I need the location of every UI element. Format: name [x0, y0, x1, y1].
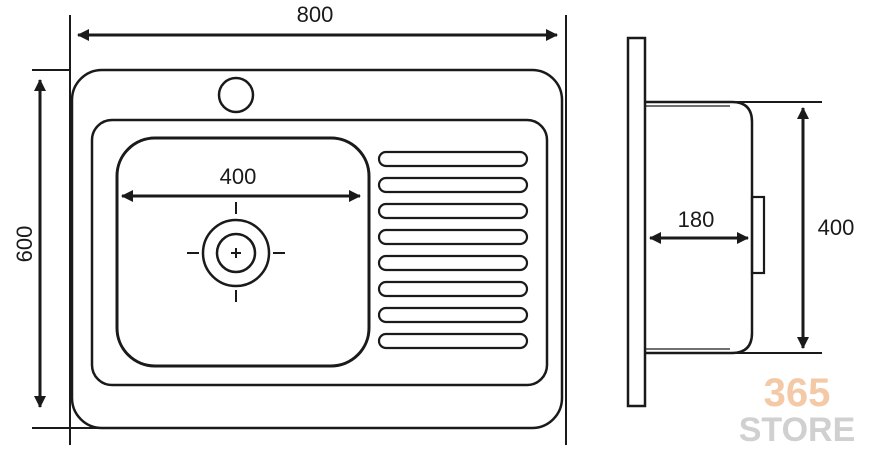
- width-label: 800: [297, 2, 334, 27]
- side-outlet: [750, 195, 766, 275]
- bowl-width-label: 400: [220, 164, 257, 189]
- store-watermark: 365 STORE: [739, 371, 856, 449]
- side-view: [626, 36, 822, 408]
- sink-inner-panel: [90, 118, 549, 387]
- top-view: [32, 15, 567, 445]
- drain-icon: [187, 202, 285, 302]
- drainboard-ribs: [377, 150, 529, 350]
- watermark-word: STORE: [739, 411, 856, 449]
- watermark-number: 365: [764, 371, 831, 415]
- side-height-label: 400: [818, 215, 855, 240]
- depth-label: 600: [12, 226, 37, 263]
- side-rim-plate: [626, 36, 647, 408]
- tap-hole: [217, 76, 255, 114]
- bowl-depth-label: 180: [678, 207, 715, 232]
- sink-outer-rim: [70, 68, 564, 430]
- sink-bowl: [115, 136, 371, 368]
